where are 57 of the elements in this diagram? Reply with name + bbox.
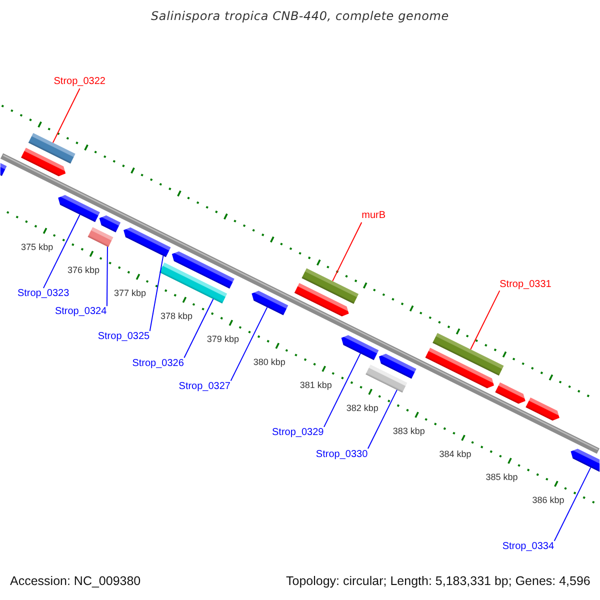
footer-note: Accession: NC_009380 (10, 574, 141, 588)
gene-block (570, 448, 600, 472)
gene-label: Strop_0329 (272, 426, 324, 438)
gene-label: Strop_0334 (502, 540, 554, 552)
gene-block (99, 215, 121, 232)
tick-label: 377 kbp (114, 288, 146, 298)
tick-label: 379 kbp (206, 334, 239, 344)
gene-block (0, 162, 7, 176)
leader-line (470, 290, 500, 350)
gene-label: Strop_0330 (316, 448, 368, 460)
gene-label: Strop_0326 (132, 358, 184, 370)
diagram-title: Salinispora tropica CNB-440, complete genome (151, 10, 449, 24)
leader-line (52, 88, 80, 144)
gene-label: Strop_0322 (54, 76, 106, 88)
gene-block (252, 290, 288, 316)
gene-block (341, 335, 379, 360)
leader-line (42, 214, 80, 289)
gene-block (425, 348, 494, 388)
gene-bar (159, 262, 228, 304)
gene-block (495, 382, 526, 404)
tick-label: 375 kbp (21, 242, 54, 252)
gene-bar (302, 268, 359, 304)
leader-line (149, 255, 164, 332)
leader-line (230, 306, 268, 382)
tick-label: 376 kbp (68, 264, 100, 276)
gene-label: Strop_0324 (54, 306, 107, 318)
leader-line (324, 352, 361, 428)
tick-label: 385 kbp (486, 472, 518, 482)
leader-line (367, 389, 398, 450)
gene-label: Strop_0323 (17, 288, 70, 300)
gene-bar (28, 132, 76, 164)
gene-label: Strop_0325 (98, 331, 150, 343)
tick-label: 382 kbp (346, 402, 378, 414)
gene-block (124, 227, 171, 258)
tick-label: 378 kbp (160, 310, 192, 322)
tick-label: 381 kbp (300, 380, 332, 390)
tick-label: 384 kbp (439, 448, 472, 460)
gene-block (294, 283, 349, 316)
gene-bar (432, 332, 504, 376)
gene-block (378, 354, 416, 379)
gene-block (21, 148, 66, 176)
gene-bar (88, 227, 114, 248)
gene-bar (366, 364, 408, 393)
gene-label: Strop_0327 (178, 380, 230, 392)
gene-block (526, 397, 560, 421)
gene-label: Strop_0331 (500, 278, 552, 290)
leader-line (106, 246, 108, 307)
tick-label: 386 kbp (532, 494, 564, 506)
leader-line (554, 466, 592, 542)
footer-note: Topology: circular; Length: 5,183,331 bp; Genes: 4,596 (286, 574, 590, 588)
gene-block (58, 194, 100, 222)
gene-block (172, 251, 234, 289)
leader-line (184, 298, 214, 358)
leader-line (332, 222, 362, 282)
tick-label: 380 kbp (253, 356, 286, 368)
tick-label: 383 kbp (392, 426, 425, 436)
gene-label: murB (362, 210, 386, 222)
